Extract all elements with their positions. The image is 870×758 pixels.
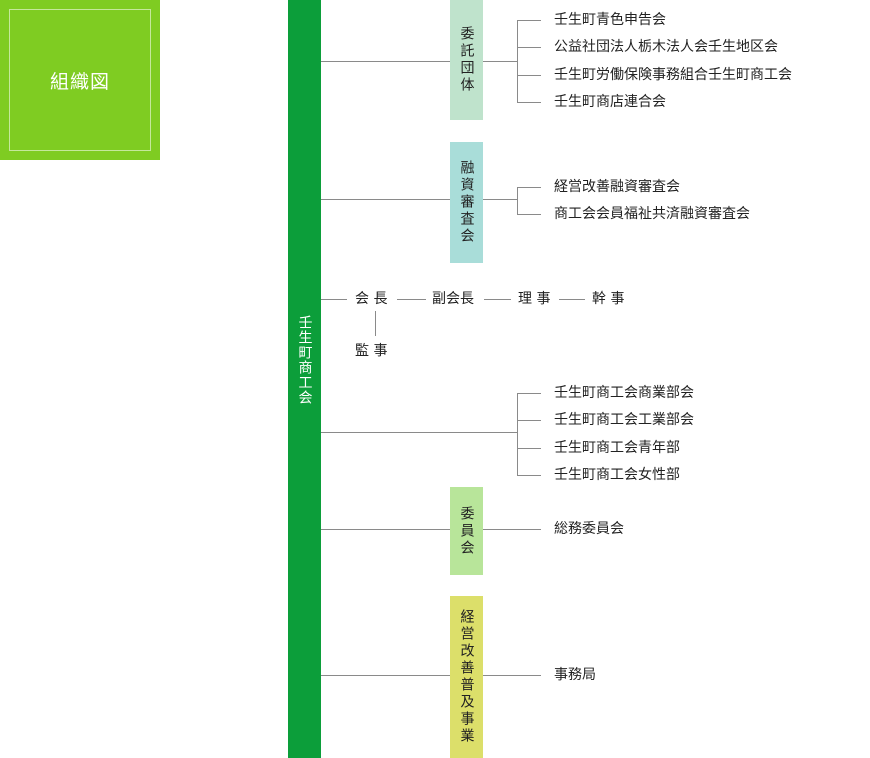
- box-itaku-label: 委託団体: [458, 26, 475, 94]
- connector-director-secretary: [559, 299, 585, 300]
- box-itaku: 委託団体: [450, 0, 483, 120]
- title-badge: 組織図: [0, 0, 160, 160]
- yushi-item: 経営改善融資審査会: [554, 179, 680, 195]
- tick-yushi-1: [517, 214, 541, 215]
- connector-trunk-bukai: [321, 432, 517, 433]
- box-keiei-label: 経営改善普及事業: [458, 609, 475, 745]
- connector-iinkai-item: [483, 529, 541, 530]
- connector-trunk-chairman: [321, 299, 347, 300]
- tick-bukai-0: [517, 393, 541, 394]
- connector-trunk-yushi: [321, 199, 450, 200]
- connector-trunk-iinkai: [321, 529, 450, 530]
- page-title: 組織図: [49, 70, 110, 93]
- tick-itaku-0: [517, 20, 541, 21]
- connector-trunk-itaku: [321, 61, 450, 62]
- connector-chairman-auditor: [375, 311, 376, 336]
- itaku-item: 公益社団法人栃木法人会壬生地区会: [554, 39, 778, 55]
- tick-itaku-3: [517, 102, 541, 103]
- bukai-item: 壬生町商工会商業部会: [554, 385, 694, 401]
- bukai-item: 壬生町商工会女性部: [554, 467, 680, 483]
- officer-secretary: 幹 事: [592, 291, 625, 307]
- bracket-yushi: [517, 187, 518, 214]
- trunk-label: 壬生町商工会: [296, 315, 313, 405]
- itaku-item: 壬生町労働保険事務組合壬生町商工会: [554, 67, 792, 83]
- title-badge-frame: 組織図: [9, 9, 151, 151]
- box-keiei: 経営改善普及事業: [450, 596, 483, 758]
- bukai-item: 壬生町商工会工業部会: [554, 412, 694, 428]
- tick-bukai-1: [517, 420, 541, 421]
- trunk-bar: 壬生町商工会: [288, 0, 321, 758]
- itaku-item: 壬生町商店連合会: [554, 94, 666, 110]
- itaku-item: 壬生町青色申告会: [554, 12, 666, 28]
- connector-itaku-bracket: [483, 61, 517, 62]
- yushi-item: 商工会会員福祉共済融資審査会: [554, 206, 750, 222]
- officer-director: 理 事: [518, 291, 551, 307]
- connector-keiei-item: [483, 675, 541, 676]
- box-yushi-label: 融資審査会: [458, 160, 475, 245]
- connector-vice-director: [484, 299, 511, 300]
- keiei-item: 事務局: [554, 667, 596, 683]
- box-iinkai-label: 委員会: [458, 505, 475, 557]
- tick-itaku-2: [517, 75, 541, 76]
- tick-bukai-2: [517, 448, 541, 449]
- connector-yushi-bracket: [483, 199, 517, 200]
- iinkai-item: 総務委員会: [554, 521, 624, 537]
- tick-bukai-3: [517, 475, 541, 476]
- officer-chairman: 会 長: [355, 291, 388, 307]
- officer-vice-chairman: 副会長: [432, 291, 474, 307]
- bracket-bukai: [517, 393, 518, 475]
- bukai-item: 壬生町商工会青年部: [554, 440, 680, 456]
- connector-trunk-keiei: [321, 675, 450, 676]
- connector-chairman-vice: [397, 299, 426, 300]
- bracket-itaku: [517, 20, 518, 102]
- tick-itaku-1: [517, 47, 541, 48]
- box-iinkai: 委員会: [450, 487, 483, 575]
- box-yushi: 融資審査会: [450, 142, 483, 263]
- tick-yushi-0: [517, 187, 541, 188]
- officer-auditor: 監 事: [355, 343, 388, 359]
